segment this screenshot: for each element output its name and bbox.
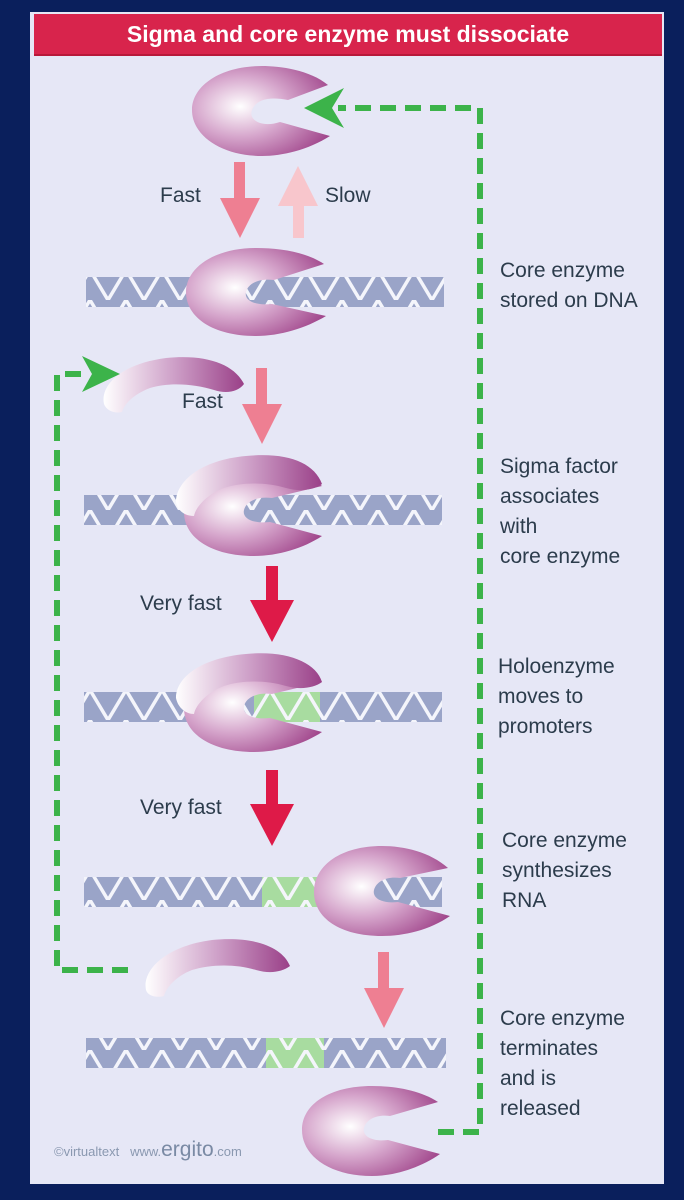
label-fast-2: Fast <box>182 390 223 413</box>
step-core-stored: Core enzyme stored on DNA <box>500 259 638 312</box>
arrow-fast-down-2 <box>242 368 282 444</box>
diagram-title: Sigma and core enzyme must dissociate <box>34 14 662 56</box>
sigma-factor-free <box>103 357 244 413</box>
arrow-very-fast-1 <box>250 566 294 642</box>
label-very-fast-1: Very fast <box>140 592 222 615</box>
arrow-termination <box>364 952 404 1028</box>
sigma-recycle-arrowhead <box>82 356 120 392</box>
dna-strand-1 <box>86 277 444 307</box>
dna-strand-2 <box>84 495 442 525</box>
label-very-fast-2: Very fast <box>140 796 222 819</box>
arrow-very-fast-2 <box>250 770 294 846</box>
credit-line: ©virtualtext www.ergito.com <box>54 1138 242 1162</box>
label-slow: Slow <box>325 184 371 207</box>
sigma-recycle-path <box>54 371 128 973</box>
core-enzyme-on-dna <box>186 248 326 336</box>
credit-copyright: ©virtualtext <box>54 1144 120 1159</box>
arrow-fast-down-1 <box>220 162 260 238</box>
diagram-panel <box>30 12 664 1184</box>
step-holoenzyme-moves: Holoenzyme moves to promoters <box>498 655 615 738</box>
step-core-terminates: Core enzyme terminates and is released <box>500 1007 625 1120</box>
credit-tld: .com <box>213 1144 242 1159</box>
core-recycle-path <box>338 105 483 1135</box>
step-sigma-associates: Sigma factor associates with core enzyme <box>500 455 621 568</box>
credit-www: www. <box>130 1144 162 1159</box>
dna-strand-3 <box>84 692 442 722</box>
sigma-factor-holoenzyme <box>176 653 322 714</box>
arrow-slow-up <box>278 166 318 238</box>
credit-brand: ergito <box>161 1138 214 1161</box>
core-enzyme-synthesizing <box>314 846 450 936</box>
step-core-synthesizes: Core enzyme synthesizes RNA <box>502 829 627 912</box>
label-fast-1: Fast <box>160 184 201 207</box>
core-enzyme-released <box>302 1086 440 1176</box>
sigma-factor-bound <box>176 455 322 516</box>
dna-strand-5 <box>86 1038 446 1068</box>
sigma-factor-released <box>145 939 290 997</box>
core-enzyme-free <box>192 66 330 156</box>
core-recycle-arrowhead <box>304 88 344 128</box>
